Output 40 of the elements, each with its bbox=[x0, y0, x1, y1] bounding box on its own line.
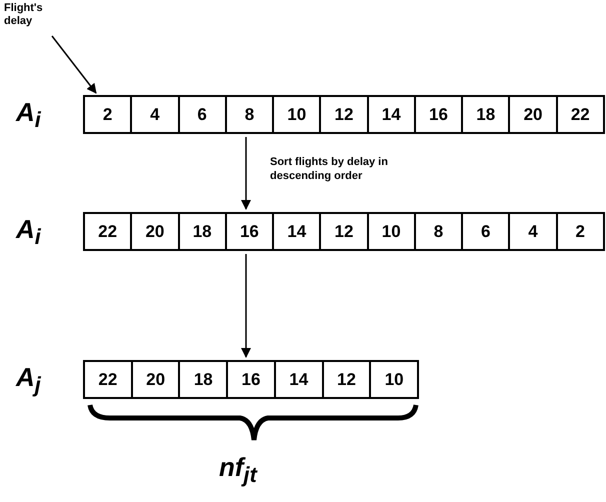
array-value: 14 bbox=[274, 362, 322, 397]
array-symbol: A$_{i}$ bbox=[16, 97, 41, 134]
array-value: 20 bbox=[130, 214, 178, 249]
array-value: 12 bbox=[319, 214, 367, 249]
array-value: 20 bbox=[508, 97, 556, 132]
array-value: 22 bbox=[556, 97, 603, 132]
arrow bbox=[241, 137, 251, 210]
array-value: 12 bbox=[319, 97, 367, 132]
array-value: 10 bbox=[369, 362, 418, 397]
array-value: 14 bbox=[366, 97, 414, 132]
array-box bbox=[83, 360, 419, 399]
array-value: 16 bbox=[414, 97, 462, 132]
arrow bbox=[241, 254, 251, 358]
array-value: 18 bbox=[461, 97, 508, 132]
array-value: 2 bbox=[556, 214, 603, 249]
array-value: 12 bbox=[322, 362, 370, 397]
array-value: 10 bbox=[366, 214, 414, 249]
array-value: 8 bbox=[414, 214, 462, 249]
array-box bbox=[83, 95, 605, 134]
arrow bbox=[51, 36, 97, 94]
array-symbol: A$_{j}$ bbox=[16, 362, 41, 398]
array-value: 16 bbox=[226, 362, 274, 397]
array-value: 22 bbox=[85, 362, 131, 397]
array-box bbox=[83, 212, 605, 251]
annotation-text: Flight's delay bbox=[4, 2, 60, 28]
array-value: 18 bbox=[178, 214, 225, 249]
array-value: 22 bbox=[85, 214, 130, 249]
array-value: 20 bbox=[130, 362, 178, 397]
array-symbol: nf$_{jt}$ bbox=[219, 452, 257, 488]
array-value: 8 bbox=[224, 97, 272, 132]
array-value: 4 bbox=[508, 214, 556, 249]
array-value: 14 bbox=[272, 214, 320, 249]
array-value: 18 bbox=[178, 362, 226, 397]
array-value: 10 bbox=[272, 97, 320, 132]
array-value: 6 bbox=[178, 97, 225, 132]
array-value: 16 bbox=[224, 214, 272, 249]
array-value: 2 bbox=[85, 97, 130, 132]
array-value: 4 bbox=[130, 97, 178, 132]
array-symbol: A$_{i}$ bbox=[16, 214, 41, 250]
array-value: 6 bbox=[461, 214, 508, 249]
